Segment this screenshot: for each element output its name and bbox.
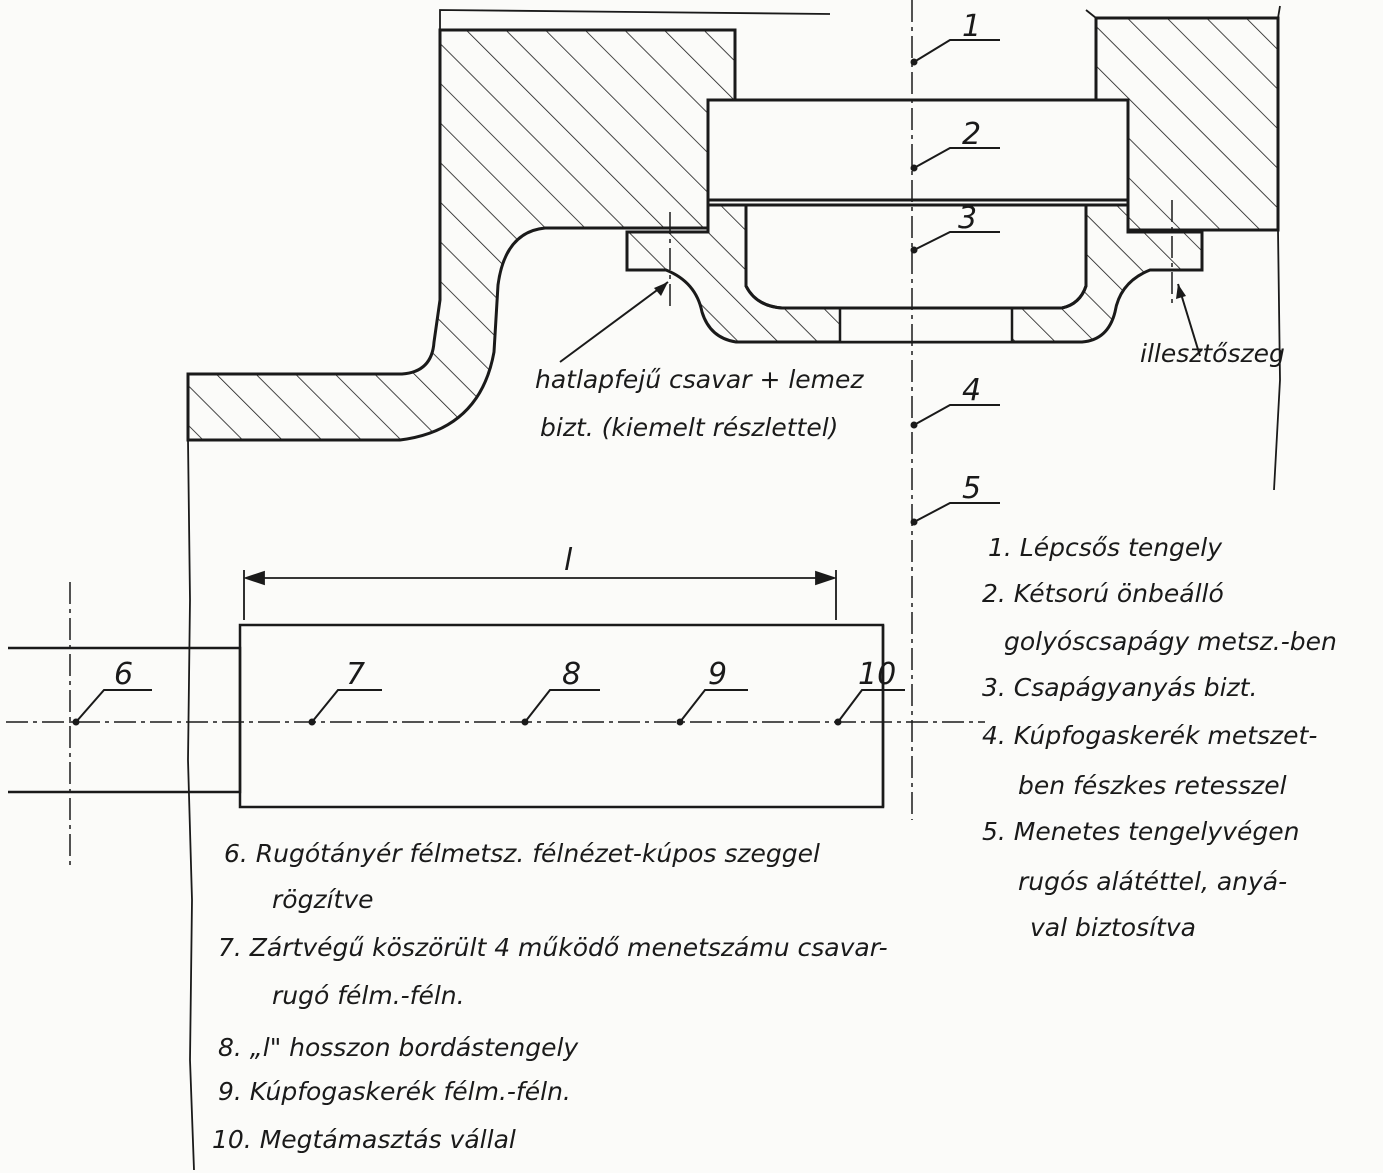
legend-item-7: 7. Zártvégű köszörült 4 működő menetszám… <box>218 933 888 962</box>
annotation-screw-line2: bizt. (kiemelt részlettel) <box>540 413 838 442</box>
annotation-fit-bolt: illesztőszeg <box>1140 339 1285 368</box>
legend-item-4-cont: ben fészkes retesszel <box>1018 771 1287 800</box>
legend-item-7-cont: rugó félm.-féln. <box>272 981 465 1010</box>
callout-9: 9 <box>708 657 727 692</box>
callout-2: 2 <box>962 117 981 152</box>
legend-item-1: 1. Lépcsős tengely <box>988 533 1223 562</box>
callout-1: 1 <box>962 9 981 44</box>
annotations: hatlapfejű csavar + lemez bizt. (kiemelt… <box>535 339 1285 442</box>
legend-item-10: 10. Megtámasztás vállal <box>212 1125 516 1154</box>
legend-item-3: 3. Csapágyanyás bizt. <box>982 673 1257 702</box>
legend-item-8: 8. „l" hosszon bordástengely <box>218 1033 579 1062</box>
legend-item-5-cont1: rugós alátéttel, anyá- <box>1018 867 1287 896</box>
legend-item-9: 9. Kúpfogaskerék félm.-féln. <box>218 1077 571 1106</box>
legend-right: 1. Lépcsős tengely 2. Kétsorú önbeálló g… <box>982 533 1337 942</box>
callout-3: 3 <box>958 201 977 236</box>
callout-8: 8 <box>562 657 581 692</box>
outline-lines <box>187 5 1281 1171</box>
centerlines <box>6 0 1173 866</box>
housing-left <box>186 28 737 442</box>
legend-item-6: 6. Rugótányér félmetsz. félnézet-kúpos s… <box>224 839 820 868</box>
callout-7: 7 <box>346 657 365 692</box>
legend-item-6-cont: rögzítve <box>272 885 374 914</box>
callout-numbers: 1 2 3 4 5 6 7 8 9 10 l <box>114 9 981 692</box>
legend-item-4: 4. Kúpfogaskerék metszet- <box>982 721 1317 750</box>
leader-dots <box>72 58 1186 726</box>
legend-item-5: 5. Menetes tengelyvégen <box>982 817 1299 846</box>
annotation-screw-line1: hatlapfejű csavar + lemez <box>535 365 864 394</box>
callout-10: 10 <box>858 657 896 692</box>
legend-item-2: 2. Kétsorú önbeálló <box>982 579 1224 608</box>
bearing <box>706 98 1130 310</box>
callout-4: 4 <box>962 373 981 408</box>
legend-bottom: 6. Rugótányér félmetsz. félnézet-kúpos s… <box>212 839 888 1154</box>
dimension-label-l: l <box>564 543 573 578</box>
bearing-cover <box>625 203 1204 344</box>
callout-5: 5 <box>962 471 981 506</box>
dimension-l <box>243 570 837 620</box>
callout-6: 6 <box>114 657 133 692</box>
legend-item-5-cont2: val biztosítva <box>1030 913 1196 942</box>
shaft <box>8 623 885 809</box>
legend-item-2-cont: golyóscsapágy metsz.-ben <box>1004 627 1337 656</box>
